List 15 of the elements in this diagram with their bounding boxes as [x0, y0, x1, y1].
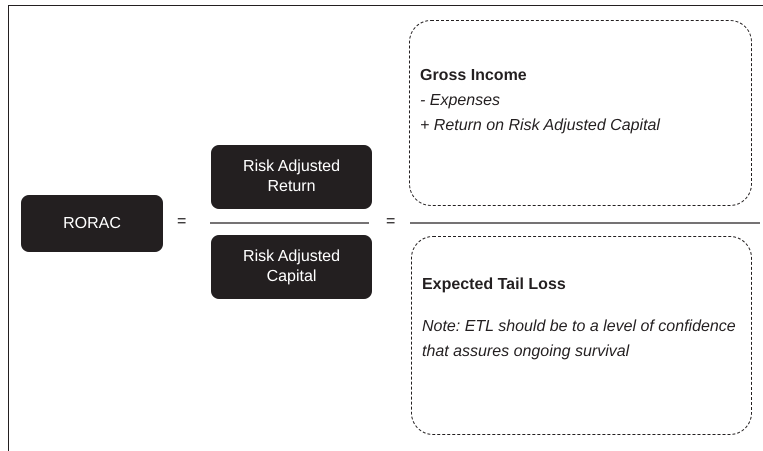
note-text: Note: ETL should be to a level of confidence that assures ongoing survival [422, 317, 737, 362]
numerator-detail-box [409, 20, 752, 206]
term-box [21, 195, 163, 252]
formula-term: + Return on Risk Adjusted Capital [420, 116, 660, 136]
formula-term: - Expenses [420, 91, 500, 111]
term-label: Risk Adjusted Return [242, 157, 341, 197]
equals-sign: = [177, 212, 186, 232]
denominator-box [211, 235, 372, 299]
heading: Expected Tail Loss [422, 275, 566, 295]
equals-sign: = [386, 212, 396, 232]
term-label: Risk Adjusted Capital [242, 247, 341, 287]
heading: Gross Income [420, 66, 527, 86]
numerator-box [211, 145, 372, 209]
denominator-detail-box [411, 236, 752, 435]
term-label: RORAC [62, 214, 122, 234]
